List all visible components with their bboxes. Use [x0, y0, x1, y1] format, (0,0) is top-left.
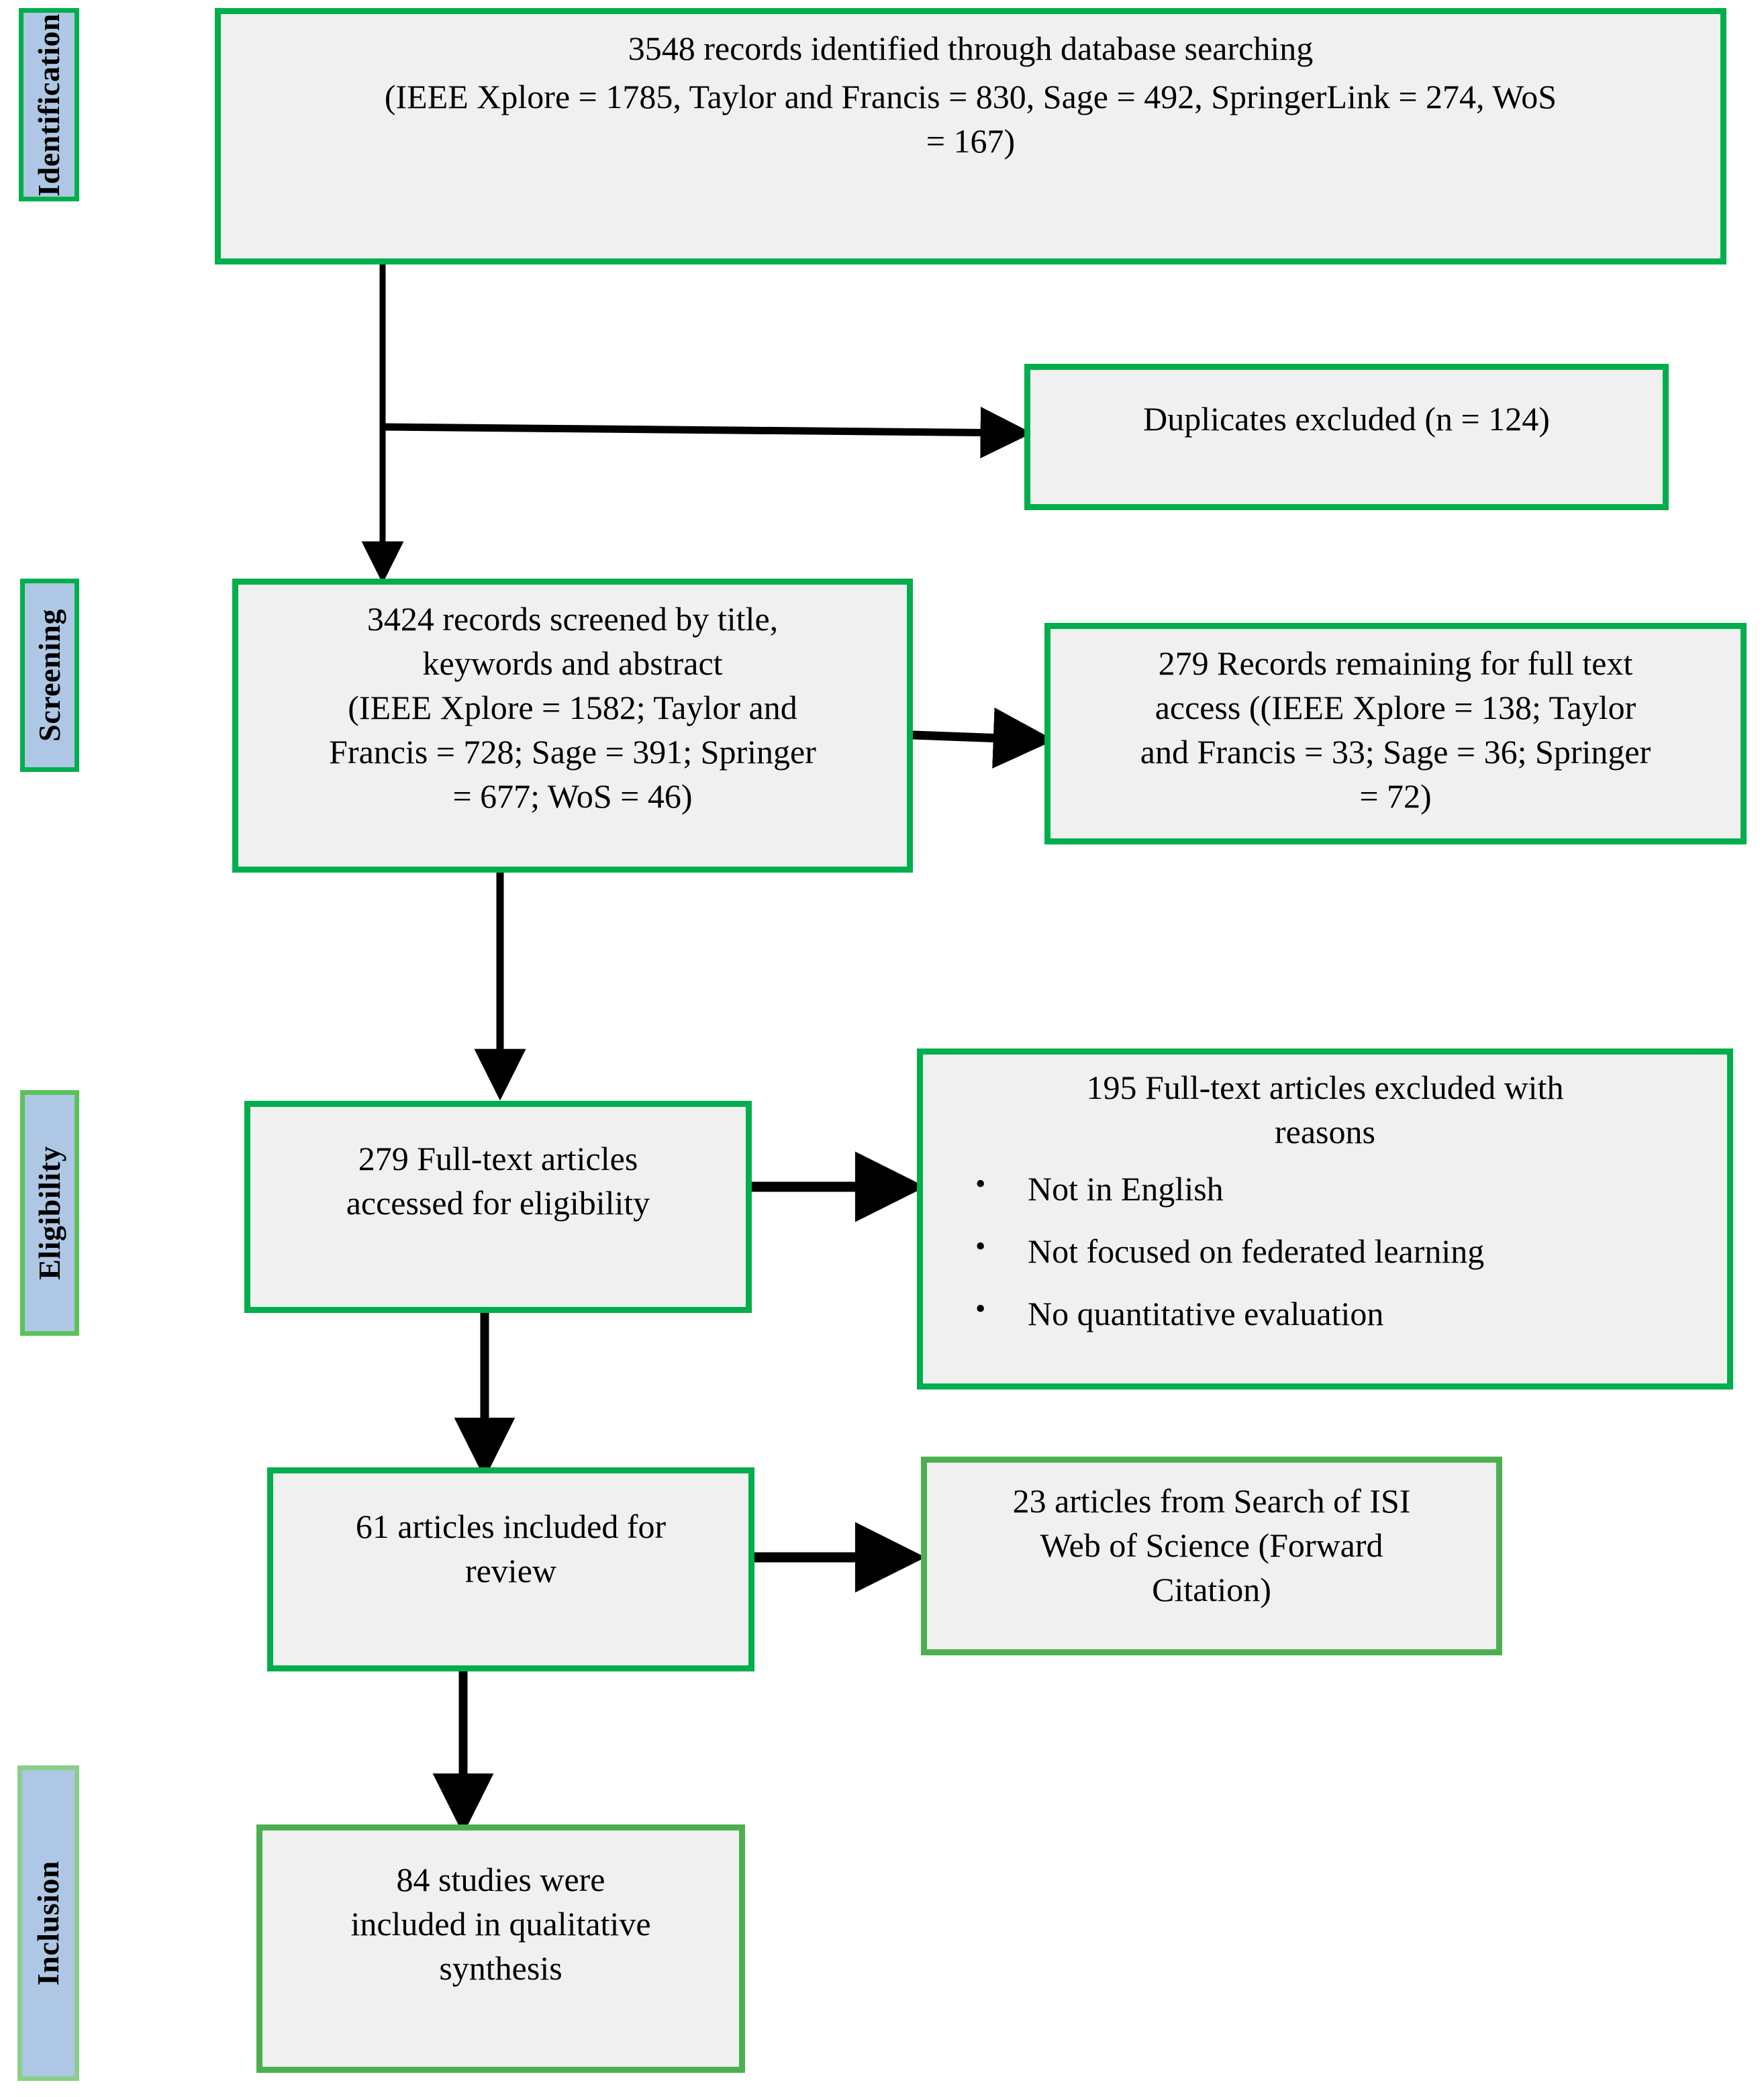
stage-label-identification-text: Identification [32, 13, 66, 197]
box-records-remaining-line2: access ((IEEE Xplore = 138; Taylor [1155, 689, 1636, 726]
box-records-remaining-line3: and Francis = 33; Sage = 36; Springer [1140, 733, 1651, 771]
box-fulltext-accessed-line2: accessed for eligibility [346, 1184, 650, 1222]
box-records-screened: 3424 records screened by title, keywords… [232, 579, 913, 873]
stage-label-inclusion-text: Inclusion [31, 1860, 65, 1986]
stage-label-inclusion: Inclusion [17, 1765, 79, 2081]
box-articles-excluded-head2: reasons [1275, 1113, 1375, 1151]
box-records-screened-line4: Francis = 728; Sage = 391; Springer [329, 733, 816, 771]
arrow-identified-to-duplicates [382, 406, 1032, 458]
box-articles-included-review-line2: review [464, 1552, 557, 1590]
box-records-identified-line2: (IEEE Xplore = 1785, Taylor and Francis … [384, 78, 1557, 115]
arrow-screened-to-remaining [912, 707, 1055, 769]
box-records-screened-line3: (IEEE Xplore = 1582; Taylor and [348, 689, 797, 726]
box-fulltext-accessed: 279 Full-text articles accessed for elig… [244, 1101, 752, 1313]
box-articles-excluded-reasons: 195 Full-text articles excluded with rea… [917, 1048, 1733, 1389]
stage-label-screening: Screening [20, 579, 79, 772]
box-duplicates-excluded: Duplicates excluded (n = 124) [1024, 364, 1669, 510]
list-item: Not in English [975, 1157, 1727, 1220]
stage-label-identification: Identification [19, 8, 79, 201]
box-records-screened-line1: 3424 records screened by title, [366, 600, 779, 638]
box-records-screened-line2: keywords and abstract [422, 644, 723, 682]
list-item: Not focused on federated learning [975, 1219, 1727, 1283]
box-records-identified: 3548 records identified through database… [215, 8, 1726, 264]
box-isi-forward-citation-line3: Citation) [1152, 1571, 1271, 1608]
box-articles-included-review-line1: 61 articles included for [355, 1508, 667, 1545]
box-studies-synthesis-line3: synthesis [439, 1949, 562, 1987]
box-records-remaining-line4: = 72) [1359, 777, 1432, 815]
box-records-identified-line3: = 167) [926, 122, 1016, 160]
box-records-remaining: 279 Records remaining for full text acce… [1044, 623, 1747, 844]
box-records-identified-line1: 3548 records identified through database… [628, 30, 1314, 67]
box-fulltext-accessed-line1: 279 Full-text articles [358, 1140, 638, 1177]
stage-label-screening-text: Screening [32, 609, 66, 742]
box-records-remaining-line1: 279 Records remaining for full text [1158, 644, 1633, 682]
list-item: No quantitative evaluation [975, 1281, 1727, 1345]
box-studies-qualitative-synthesis: 84 studies were included in qualitative … [256, 1824, 745, 2073]
box-isi-forward-citation-line2: Web of Science (Forward [1040, 1526, 1383, 1564]
box-articles-excluded-head1: 195 Full-text articles excluded with [1086, 1069, 1564, 1106]
box-isi-forward-citation-line1: 23 articles from Search of ISI [1012, 1482, 1411, 1520]
box-isi-forward-citation: 23 articles from Search of ISI Web of Sc… [921, 1457, 1502, 1655]
box-articles-included-review: 61 articles included for review [267, 1467, 754, 1671]
box-duplicates-excluded-text: Duplicates excluded (n = 124) [1143, 400, 1550, 438]
exclusion-reasons-list: Not in English Not focused on federated … [923, 1157, 1727, 1345]
stage-label-eligibility-text: Eligibility [32, 1146, 66, 1280]
box-studies-synthesis-line2: included in qualitative [350, 1905, 651, 1943]
stage-label-eligibility: Eligibility [20, 1090, 79, 1336]
box-records-screened-line5: = 677; WoS = 46) [452, 777, 693, 815]
box-studies-synthesis-line1: 84 studies were [396, 1861, 605, 1898]
